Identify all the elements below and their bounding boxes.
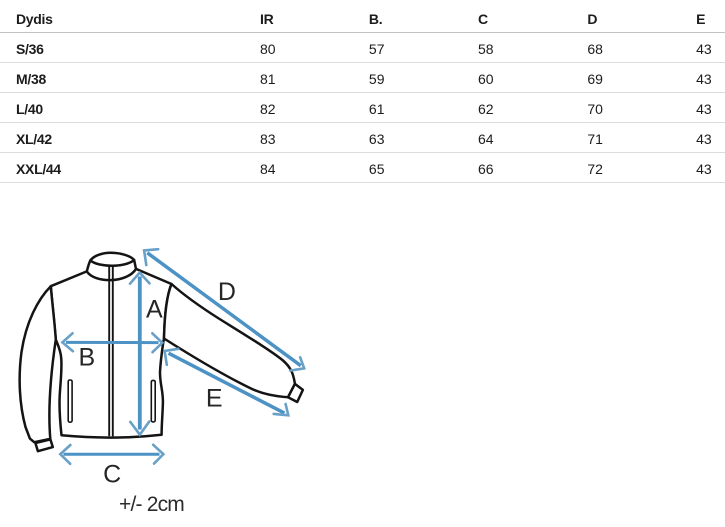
svg-text:C: C [103,461,121,489]
svg-text:+/- 2cm: +/- 2cm [119,493,184,516]
svg-text:D: D [218,278,236,306]
svg-text:A: A [146,296,163,324]
svg-text:B: B [79,344,96,372]
svg-text:E: E [206,385,223,413]
